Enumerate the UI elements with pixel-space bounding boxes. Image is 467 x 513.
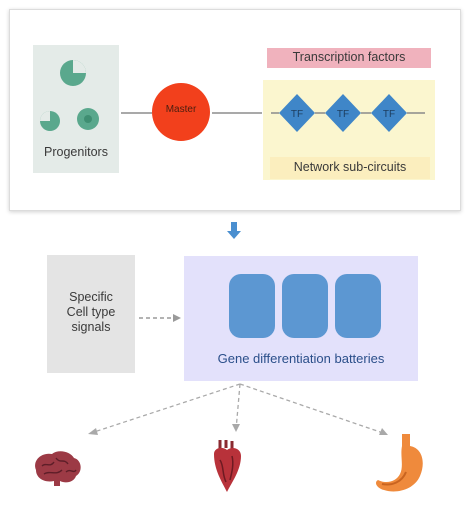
- master-label: Master: [165, 104, 197, 115]
- connector-master-network: [212, 112, 262, 114]
- stomach-icon: [376, 434, 423, 492]
- battery-cylinder-2: [282, 274, 328, 338]
- cell-type-signals-box: [47, 255, 135, 373]
- connector-progenitors-master: [121, 112, 152, 114]
- svg-text:TF: TF: [383, 109, 395, 120]
- svg-text:TF: TF: [337, 109, 349, 120]
- progenitor-cells-icon: [40, 60, 99, 131]
- tf-node-2: TF: [325, 94, 361, 132]
- transcription-factors-label: Transcription factors: [292, 50, 406, 64]
- tf-node-1: TF: [279, 94, 315, 132]
- organ-arrows: [87, 383, 388, 435]
- master-regulator-node: [152, 83, 210, 141]
- progenitors-label: Progenitors: [44, 145, 108, 159]
- signals-arrow: [139, 314, 181, 322]
- cell-type-signals-label: Specific Cell type signals: [66, 290, 116, 334]
- transcription-factors-bar: [267, 48, 431, 68]
- gene-batteries-label: Gene differentiation batteries: [217, 351, 385, 366]
- battery-cylinder-3: [335, 274, 381, 338]
- svg-text:TF: TF: [291, 109, 303, 120]
- battery-cylinder-1: [229, 274, 275, 338]
- network-subcircuits-bar: [270, 157, 430, 179]
- down-arrow-icon: [227, 222, 241, 239]
- heart-icon: [214, 440, 241, 492]
- brain-icon: [35, 451, 81, 486]
- tf-node-network: TF TF TF: [271, 94, 425, 132]
- network-subcircuits-label: Network sub-circuits: [293, 160, 407, 174]
- tf-node-3: TF: [371, 94, 407, 132]
